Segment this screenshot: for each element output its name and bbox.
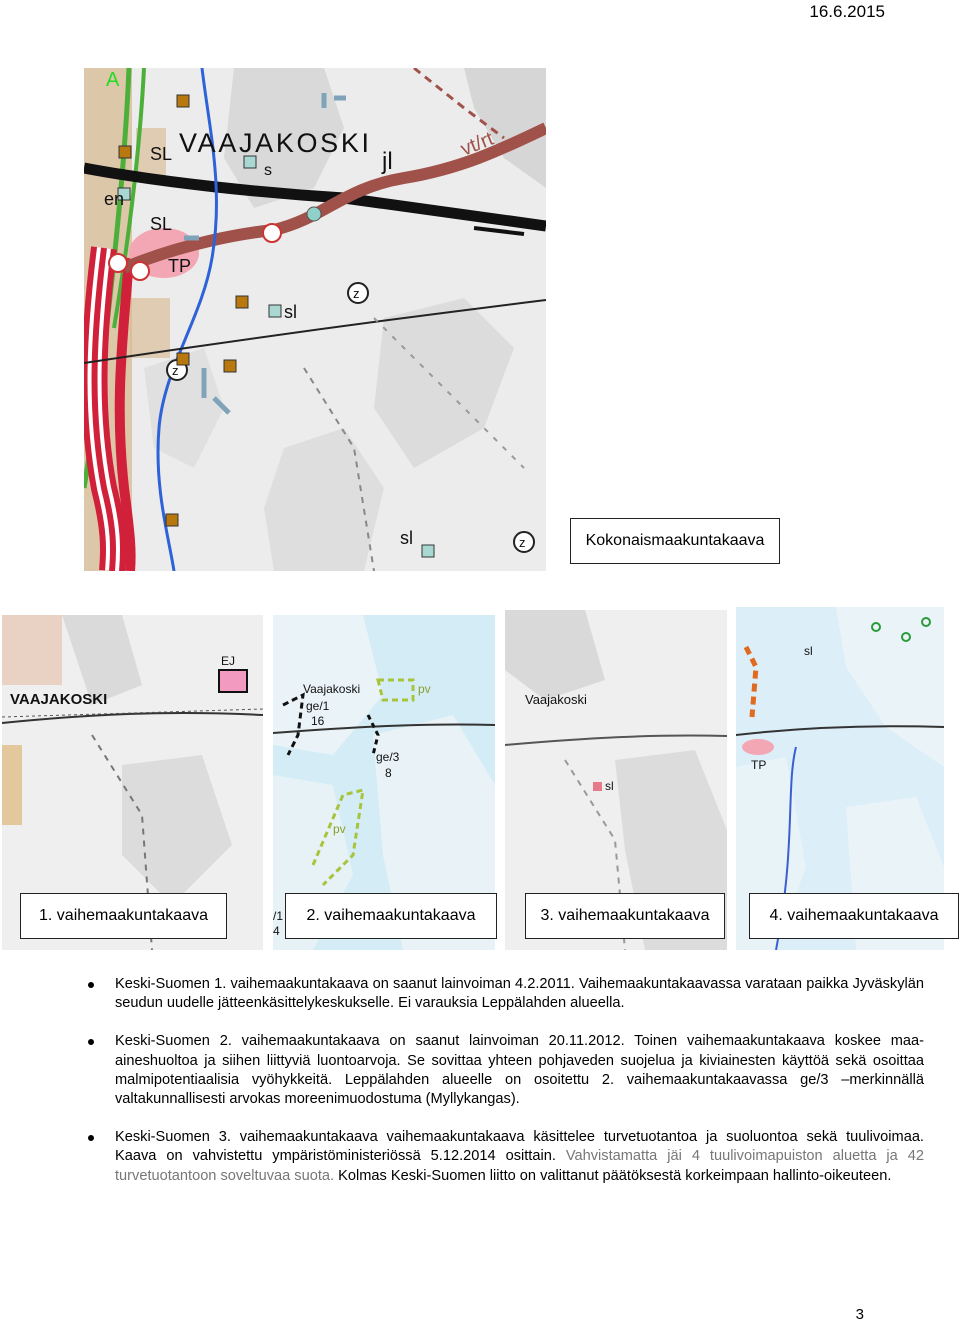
small-map-2-pv2: pv: [333, 822, 346, 836]
bullet-2-text: Keski-Suomen 2. vaihemaakuntakaava on sa…: [115, 1033, 924, 1108]
main-map-graphic: A VAAJAKOSKI SL en SL s jl vt/rt TP sl s…: [84, 68, 546, 571]
small-map-3-caption-text: 3. vaihemaakuntakaava: [540, 907, 710, 924]
small-map-3-caption: 3. vaihemaakuntakaava: [525, 893, 725, 939]
map-label-a: A: [106, 69, 120, 91]
small-map-2-caption: 2. vaihemaakuntakaava: [285, 893, 497, 939]
bullet-item-3: Keski-Suomen 3. vaihemaakuntakaava vaihe…: [88, 1128, 924, 1186]
small-map-2-ge1: ge/1: [306, 699, 330, 713]
main-map-caption-text: Kokonaismaakuntakaava: [585, 532, 765, 549]
bullet-3-text: Keski-Suomen 3. vaihemaakuntakaava vaihe…: [115, 1129, 924, 1165]
map-label-jl: jl: [381, 148, 393, 175]
small-map-2-caption-text: 2. vaihemaakuntakaava: [306, 907, 476, 924]
small-map-3-town: Vaajakoski: [525, 692, 587, 707]
small-map-4-tp: TP: [751, 758, 766, 772]
main-map: A VAAJAKOSKI SL en SL s jl vt/rt TP sl s…: [84, 68, 546, 571]
bullet-item-1: Keski-Suomen 1. vaihemaakuntakaava on sa…: [88, 975, 924, 1013]
bullet-item-2: Keski-Suomen 2. vaihemaakuntakaava on sa…: [88, 1032, 924, 1109]
small-map-2-ge3: ge/3: [376, 750, 400, 764]
bullet-3-grey-text: Vahvistamatta jäi 4 tuulivoimapuiston al…: [115, 1148, 924, 1184]
small-map-1-ej: EJ: [221, 654, 235, 668]
map-label-sl2: SL: [150, 214, 172, 234]
small-map-1-caption: 1. vaihemaakuntakaava: [20, 893, 227, 939]
bullet-1-text: Keski-Suomen 1. vaihemaakuntakaava on sa…: [115, 976, 924, 1012]
small-map-2-n16: 16: [311, 714, 325, 728]
main-map-caption: Kokonaismaakuntakaava: [570, 518, 780, 564]
map-label-sl1: SL: [150, 144, 172, 164]
map-label-tp: TP: [168, 256, 191, 276]
map-label-s: s: [264, 162, 272, 179]
small-map-2-town: Vaajakoski: [303, 682, 360, 696]
map-label-z2: z: [172, 363, 179, 378]
small-map-4-sl: sl: [804, 644, 813, 658]
map-label-z1: z: [353, 286, 360, 301]
small-map-2-n4: 4: [273, 924, 280, 938]
bullet-list: Keski-Suomen 1. vaihemaakuntakaava on sa…: [88, 975, 924, 1205]
small-map-2-pv1: pv: [418, 682, 431, 696]
map-label-sl-small: sl: [284, 302, 297, 322]
small-map-2-g1: /1: [273, 909, 283, 923]
small-map-4-caption-text: 4. vaihemaakuntakaava: [769, 907, 939, 924]
small-map-2-n8: 8: [385, 766, 392, 780]
small-map-1-town: VAAJAKOSKI: [10, 691, 107, 708]
header-date: 16.6.2015: [809, 2, 885, 21]
bullet-3-tail-text: Kolmas Keski-Suomen liitto on valittanut…: [338, 1167, 892, 1184]
map-label-sl-bottom: sl: [400, 528, 413, 548]
map-label-z3: z: [519, 535, 526, 550]
small-map-1-caption-text: 1. vaihemaakuntakaava: [39, 907, 208, 924]
small-map-4-caption: 4. vaihemaakuntakaava: [749, 893, 959, 939]
page-number: 3: [855, 1306, 864, 1323]
small-map-3-sl: sl: [605, 779, 614, 793]
map-label-en: en: [104, 189, 124, 209]
